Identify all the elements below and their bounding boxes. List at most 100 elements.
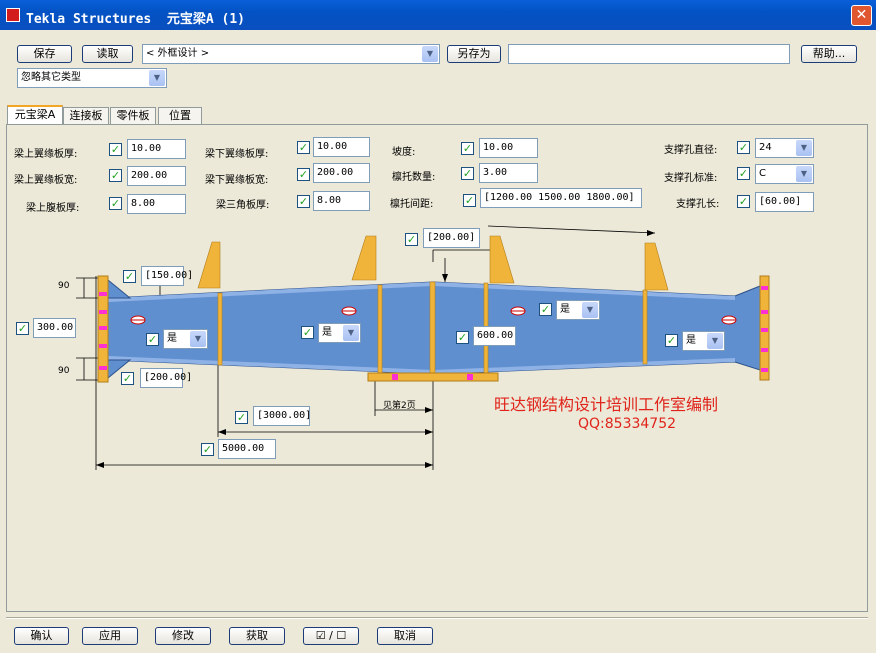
watermark-text: 旺达钢结构设计培训工作室编制 [494, 395, 719, 414]
title-bar: Tekla Structures 元宝梁A (1) ✕ [0, 0, 876, 30]
watermark-qq: QQ:85334752 [578, 416, 677, 432]
hole-diameter-select[interactable]: 24 ▼ [755, 138, 814, 158]
right-hole-select[interactable]: 是 ▼ [682, 331, 725, 351]
top-web-thickness-checkbox[interactable]: ✓ [109, 197, 122, 210]
see-page-2-label: 见第2页 [383, 401, 416, 411]
bracket-count-input[interactable]: 3.00 [479, 163, 538, 183]
bracket-spacing-label: 檩托间距: [390, 199, 434, 210]
right-hole-checkbox[interactable]: ✓ [665, 334, 678, 347]
filter-value: 忽略其它类型 [21, 72, 81, 83]
bracket-count-checkbox[interactable]: ✓ [461, 167, 474, 180]
load-button[interactable]: 读取 [82, 45, 133, 63]
hole-standard-select[interactable]: C ▼ [755, 164, 814, 184]
hole-standard-checkbox[interactable]: ✓ [737, 167, 750, 180]
mid-left-hole-checkbox[interactable]: ✓ [301, 326, 314, 339]
left-hole-value: 是 [167, 333, 177, 344]
triangle-plate-thickness-label: 梁三角板厚: [216, 200, 270, 211]
ok-button[interactable]: 确认 [14, 627, 69, 645]
bracket-count-label: 檩托数量: [392, 172, 436, 183]
hole-diameter-value: 24 [759, 142, 772, 153]
mid-right-hole-checkbox[interactable]: ✓ [539, 303, 552, 316]
hole-length-checkbox[interactable]: ✓ [737, 195, 750, 208]
top-flange-width-label: 梁上翼缘板宽: [14, 175, 78, 186]
end-bottom-dimension-label: 90 [58, 366, 70, 376]
right-hole-value: 是 [686, 335, 696, 346]
chevron-down-icon[interactable]: ▼ [796, 140, 812, 156]
end-bottom-checkbox[interactable]: ✓ [121, 372, 134, 385]
bottom-flange-width-checkbox[interactable]: ✓ [297, 168, 310, 181]
top-offset-input[interactable]: [200.00] [423, 228, 480, 248]
chevron-down-icon[interactable]: ▼ [796, 166, 812, 182]
tab-connection-plate[interactable]: 连接板 [63, 107, 109, 125]
top-flange-thickness-checkbox[interactable]: ✓ [109, 143, 122, 156]
chevron-down-icon[interactable]: ▼ [707, 333, 723, 349]
end-top-dimension-label: 90 [58, 281, 70, 291]
bottom-flange-thickness-checkbox[interactable]: ✓ [297, 141, 310, 154]
bracket-spacing-checkbox[interactable]: ✓ [463, 194, 476, 207]
left-hole-select[interactable]: 是 ▼ [163, 329, 208, 349]
save-button[interactable]: 保存 [17, 45, 72, 63]
triangle-plate-thickness-checkbox[interactable]: ✓ [297, 195, 310, 208]
tekla-app-icon [6, 8, 20, 22]
half-length-input[interactable]: 5000.00 [218, 439, 276, 459]
mid-right-hole-select[interactable]: 是 ▼ [556, 300, 600, 320]
footer-divider [6, 617, 868, 619]
mid-height-checkbox[interactable]: ✓ [456, 331, 469, 344]
apply-button[interactable]: 应用 [82, 627, 138, 645]
hole-diameter-checkbox[interactable]: ✓ [737, 141, 750, 154]
mid-right-hole-value: 是 [560, 304, 570, 315]
left-hole-checkbox[interactable]: ✓ [146, 333, 159, 346]
save-as-button[interactable]: 另存为 [447, 45, 501, 63]
tab-beam[interactable]: 元宝梁A [7, 105, 63, 125]
get-button[interactable]: 获取 [229, 627, 285, 645]
window-title: Tekla Structures 元宝梁A (1) [26, 12, 246, 27]
slope-label: 坡度: [392, 147, 416, 158]
cancel-button[interactable]: 取消 [377, 627, 433, 645]
mid-height-input[interactable]: 600.00 [473, 326, 516, 346]
slope-input[interactable]: 10.00 [479, 138, 538, 158]
end-bottom-input[interactable]: [200.00] [140, 368, 192, 388]
bottom-flange-thickness-input[interactable]: 10.00 [313, 137, 370, 157]
end-height-input[interactable]: 300.00 [33, 318, 76, 338]
modify-button[interactable]: 修改 [155, 627, 211, 645]
hole-diameter-label: 支撑孔直径: [664, 145, 718, 156]
filter-select[interactable]: 忽略其它类型 ▼ [17, 68, 167, 88]
tab-position[interactable]: 位置 [158, 107, 202, 125]
segment-length-input[interactable]: [3000.00] [253, 406, 311, 426]
end-top-input[interactable]: [150.00] [141, 266, 193, 286]
hole-length-input[interactable]: [60.00] [755, 192, 814, 212]
toggle-all-button[interactable]: ☑ / ☐ [303, 627, 359, 645]
tab-part-plate[interactable]: 零件板 [110, 107, 156, 125]
mid-left-hole-value: 是 [322, 327, 332, 338]
top-offset-checkbox[interactable]: ✓ [405, 233, 418, 246]
top-flange-width-checkbox[interactable]: ✓ [109, 169, 122, 182]
slope-checkbox[interactable]: ✓ [461, 142, 474, 155]
triangle-plate-thickness-input[interactable]: 8.00 [313, 191, 370, 211]
end-top-checkbox[interactable]: ✓ [123, 270, 136, 283]
bracket-spacing-input[interactable]: [1200.00 1500.00 1800.00] [480, 188, 642, 208]
bottom-flange-thickness-label: 梁下翼缘板厚: [205, 149, 269, 160]
top-flange-width-input[interactable]: 200.00 [127, 166, 186, 186]
chevron-down-icon[interactable]: ▼ [149, 70, 165, 86]
bottom-flange-width-label: 梁下翼缘板宽: [205, 175, 269, 186]
preset-value: < 外框设计 > [146, 48, 210, 59]
chevron-down-icon[interactable]: ▼ [190, 331, 206, 347]
segment-length-checkbox[interactable]: ✓ [235, 411, 248, 424]
top-web-thickness-label: 梁上腹板厚: [26, 203, 80, 214]
top-flange-thickness-input[interactable]: 10.00 [127, 139, 186, 159]
save-as-name-input[interactable] [508, 44, 790, 64]
preset-select[interactable]: < 外框设计 > ▼ [142, 44, 440, 64]
end-height-checkbox[interactable]: ✓ [16, 322, 29, 335]
top-web-thickness-input[interactable]: 8.00 [127, 194, 186, 214]
close-button[interactable]: ✕ [851, 5, 872, 26]
bottom-flange-width-input[interactable]: 200.00 [313, 163, 370, 183]
half-length-checkbox[interactable]: ✓ [201, 443, 214, 456]
chevron-down-icon[interactable]: ▼ [582, 302, 598, 318]
chevron-down-icon[interactable]: ▼ [343, 325, 359, 341]
top-flange-thickness-label: 梁上翼缘板厚: [14, 149, 78, 160]
mid-left-hole-select[interactable]: 是 ▼ [318, 323, 361, 343]
chevron-down-icon[interactable]: ▼ [422, 46, 438, 62]
help-button[interactable]: 帮助... [801, 45, 857, 63]
hole-standard-label: 支撑孔标准: [664, 173, 718, 184]
